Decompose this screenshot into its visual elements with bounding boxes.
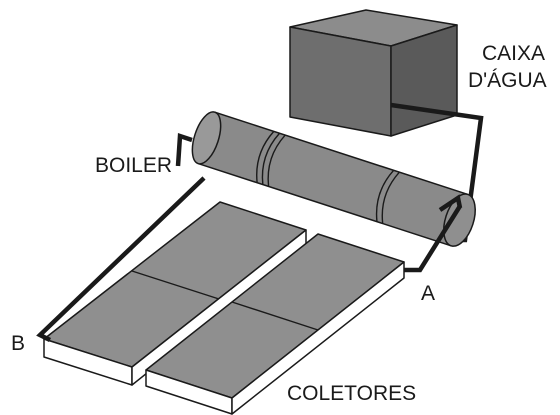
boiler-band-1 (256, 130, 275, 183)
label-boiler: BOILER (95, 154, 172, 177)
collector-left-divider (131, 270, 220, 300)
water-tank-front (289, 26, 392, 137)
boiler (191, 111, 476, 247)
boiler-end-right (443, 193, 476, 247)
boiler-band-4 (375, 169, 395, 222)
boiler-end-left (191, 111, 222, 165)
water-tank (289, 9, 458, 137)
collector-right (145, 233, 405, 415)
collector-right-side (231, 261, 405, 415)
boiler-band-3 (267, 134, 286, 187)
label-point-a: A (421, 282, 435, 305)
boiler-band-2 (261, 132, 281, 185)
collector-right-divider (231, 301, 319, 331)
boiler-band-5 (381, 171, 400, 224)
label-collectors: COLETORES (287, 382, 416, 405)
pipe-boiler-to-b (36, 176, 206, 343)
label-tank-line2: D'ÁGUA (468, 69, 547, 92)
label-point-b: B (11, 332, 25, 355)
boiler-outlet-stub (175, 132, 193, 167)
label-tank-line1: CAIXA (482, 42, 545, 65)
pipe-boiler-to-a (404, 204, 462, 273)
boiler-inlet-stub (438, 194, 463, 212)
